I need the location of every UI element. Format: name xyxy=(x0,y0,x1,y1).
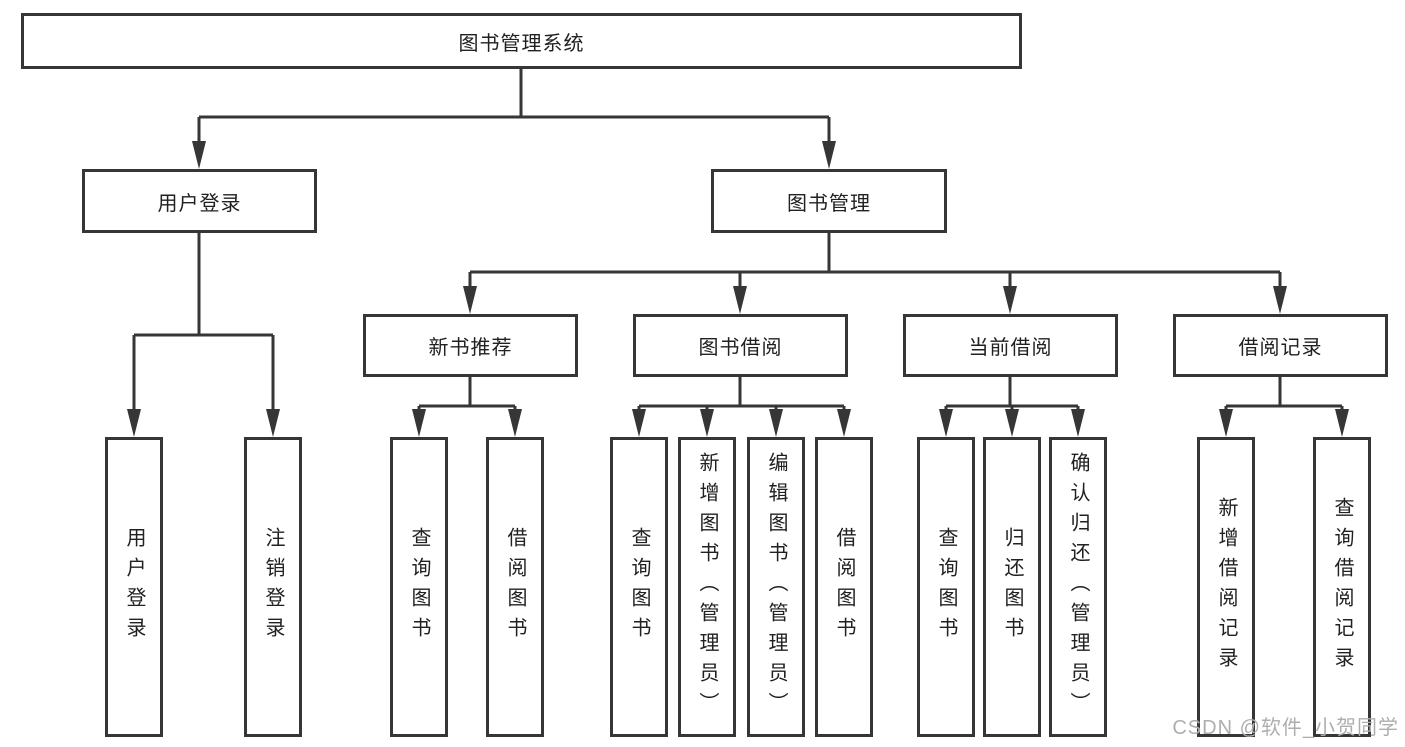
node-leaf-user-login: 用户登录 xyxy=(105,437,163,737)
node-leaf-query-books-current: 查询图书 xyxy=(917,437,975,737)
connector-lines xyxy=(132,69,1344,412)
node-leaf-add-books-admin: 新增图书（管理员） xyxy=(678,437,736,737)
node-book-management: 图书管理 xyxy=(711,169,947,233)
arrowhead-current-borrow xyxy=(1003,286,1017,314)
arrowhead-leaf-user-login xyxy=(127,409,141,437)
connector-book-borrow-branch xyxy=(637,377,846,412)
node-borrowing-records: 借阅记录 xyxy=(1173,314,1388,377)
leaf-label: 查询图书 xyxy=(408,527,430,647)
arrowhead-new-book-rec xyxy=(463,286,477,314)
leaf-label: 新增图书（管理员） xyxy=(696,452,718,722)
arrowhead-book-borrow xyxy=(733,286,747,314)
leaf-label: 归还图书 xyxy=(1001,527,1023,647)
leaf-label: 借阅图书 xyxy=(833,527,855,647)
arrowhead-user-login xyxy=(192,141,206,169)
arrowhead-leaf-query-books-current xyxy=(939,409,953,437)
connector-new-book-rec-branch xyxy=(417,377,517,412)
node-leaf-borrow-books-recommend: 借阅图书 xyxy=(486,437,544,737)
arrowhead-leaf-borrow-books-rec xyxy=(508,409,522,437)
leaf-label: 确认归还（管理员） xyxy=(1067,452,1089,722)
connector-current-borrow-branch xyxy=(944,377,1080,412)
leaf-label: 编辑图书（管理员） xyxy=(765,452,787,722)
leaf-label: 查询图书 xyxy=(935,527,957,647)
arrowhead-leaf-add-record xyxy=(1219,409,1233,437)
node-leaf-add-borrow-record: 新增借阅记录 xyxy=(1197,437,1255,737)
node-leaf-query-borrow-record: 查询借阅记录 xyxy=(1313,437,1371,737)
leaf-label: 查询借阅记录 xyxy=(1331,497,1353,677)
leaf-label: 用户登录 xyxy=(123,527,145,647)
arrowhead-leaf-query-books-rec xyxy=(412,409,426,437)
arrowhead-leaf-query-record xyxy=(1335,409,1349,437)
arrowhead-leaf-logout xyxy=(266,409,280,437)
node-book-borrowing: 图书借阅 xyxy=(633,314,848,377)
node-leaf-borrow-books-borrowing: 借阅图书 xyxy=(815,437,873,737)
connector-book-mgmt-branch xyxy=(468,233,1282,289)
node-leaf-confirm-return-admin: 确认归还（管理员） xyxy=(1049,437,1107,737)
node-user-login: 用户登录 xyxy=(82,169,317,233)
leaf-label: 查询图书 xyxy=(628,527,650,647)
arrowhead-borrow-records xyxy=(1273,286,1287,314)
node-current-borrowing: 当前借阅 xyxy=(903,314,1118,377)
connector-borrow-records-branch xyxy=(1224,377,1344,412)
node-leaf-query-books-borrowing: 查询图书 xyxy=(610,437,668,737)
arrowhead-book-mgmt xyxy=(822,141,836,169)
node-new-book-recommend: 新书推荐 xyxy=(363,314,578,377)
arrowheads xyxy=(127,141,1349,437)
arrowhead-leaf-return-books xyxy=(1005,409,1019,437)
node-leaf-return-books: 归还图书 xyxy=(983,437,1041,737)
arrowhead-leaf-query-books-borrow xyxy=(632,409,646,437)
csdn-watermark: CSDN @软件_小贺同学 xyxy=(1172,717,1399,739)
arrowhead-leaf-confirm-return xyxy=(1071,409,1085,437)
leaf-label: 新增借阅记录 xyxy=(1215,497,1237,677)
node-library-management-system: 图书管理系统 xyxy=(21,13,1022,69)
node-leaf-logout: 注销登录 xyxy=(244,437,302,737)
connector-user-login-branch xyxy=(132,233,275,412)
arrowhead-leaf-add-books xyxy=(700,409,714,437)
node-leaf-query-books-recommend: 查询图书 xyxy=(390,437,448,737)
leaf-label: 注销登录 xyxy=(262,527,284,647)
arrowhead-leaf-borrow-books-borrow xyxy=(837,409,851,437)
connector-root-branch xyxy=(197,69,831,144)
leaf-label: 借阅图书 xyxy=(504,527,526,647)
node-leaf-edit-books-admin: 编辑图书（管理员） xyxy=(747,437,805,737)
arrowhead-leaf-edit-books xyxy=(769,409,783,437)
